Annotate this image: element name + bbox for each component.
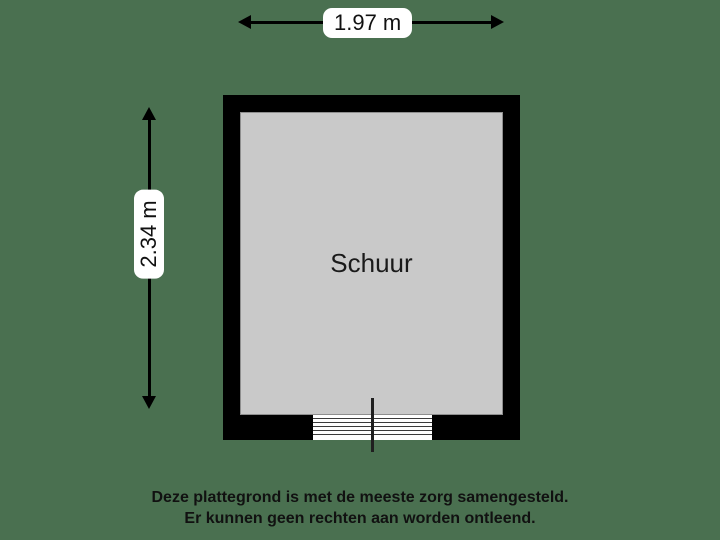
- dimension-arrow-right-icon: [491, 15, 504, 29]
- dimension-arrow-up-icon: [142, 107, 156, 120]
- door-center-mullion: [371, 398, 374, 452]
- disclaimer-line-2: Er kunnen geen rechten aan worden ontlee…: [184, 510, 536, 527]
- room-name-label: Schuur: [330, 248, 413, 278]
- dimension-arrow-down-icon: [142, 396, 156, 409]
- height-dimension-label: 2.34 m: [134, 189, 164, 279]
- disclaimer-line-1: Deze plattegrond is met de meeste zorg s…: [151, 489, 569, 506]
- width-dimension-label: 1.97 m: [323, 8, 413, 38]
- dimension-arrow-left-icon: [238, 15, 251, 29]
- room-floor-schuur: [240, 112, 503, 415]
- disclaimer-text: Deze plattegrond is met de meeste zorg s…: [0, 487, 720, 529]
